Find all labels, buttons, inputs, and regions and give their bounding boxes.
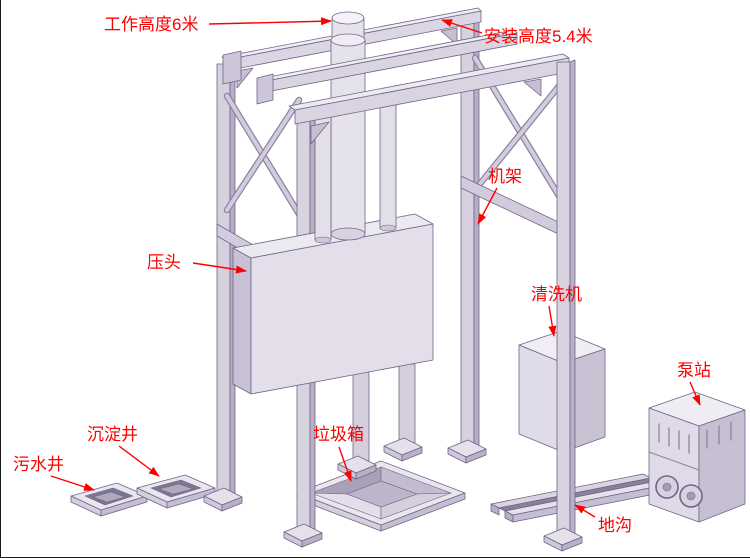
label-working-height: 工作高度6米 [104, 15, 198, 34]
garbage-bin-arrow [338, 446, 352, 482]
garbage-pit [296, 460, 466, 532]
press-head-arrow [192, 262, 247, 274]
column-foot [447, 439, 487, 464]
settling-well-arrow [118, 445, 160, 477]
install-height-arrow [441, 19, 483, 34]
column-foot [543, 527, 583, 552]
annotations: 工作高度6米 安装高度5.4米 机架 压头 清洗机 泵站 沉淀井 污水井 垃圾箱… [13, 15, 711, 535]
rail-end-plate [222, 50, 242, 85]
label-sewage-well: 污水井 [13, 455, 64, 474]
frame-arrow [477, 187, 498, 225]
settling-well [136, 474, 216, 509]
working-height-arrow [208, 17, 332, 26]
label-washer: 清洗机 [531, 285, 582, 304]
press-leg [398, 363, 416, 449]
pump-station-unit [648, 391, 746, 523]
label-install-height: 安装高度5.4米 [484, 27, 593, 46]
rear-left-column [216, 63, 231, 501]
label-garbage-bin: 垃圾箱 [313, 425, 364, 444]
label-press-head: 压头 [147, 253, 181, 272]
pump-station-arrow [689, 381, 701, 406]
floor-trench [490, 473, 666, 523]
guide-rod-right [379, 103, 397, 232]
sewage-well-arrow [50, 475, 95, 491]
label-trench: 地沟 [598, 516, 632, 535]
rail-end-plate [256, 73, 274, 105]
trench-arrow [574, 504, 596, 518]
label-pump-station: 泵站 [677, 361, 711, 380]
column-foot [283, 523, 323, 548]
column-foot [383, 437, 423, 462]
washer-arrow [548, 305, 557, 337]
press-head-assembly [232, 11, 434, 480]
press-leg [352, 371, 370, 467]
label-frame: 机架 [488, 167, 522, 186]
label-settling-well: 沉淀井 [87, 425, 138, 444]
sewage-well [70, 482, 148, 517]
gantry-frame-front [222, 29, 583, 552]
pump-panel-seam [648, 451, 700, 471]
cross-brace-left [223, 92, 303, 218]
